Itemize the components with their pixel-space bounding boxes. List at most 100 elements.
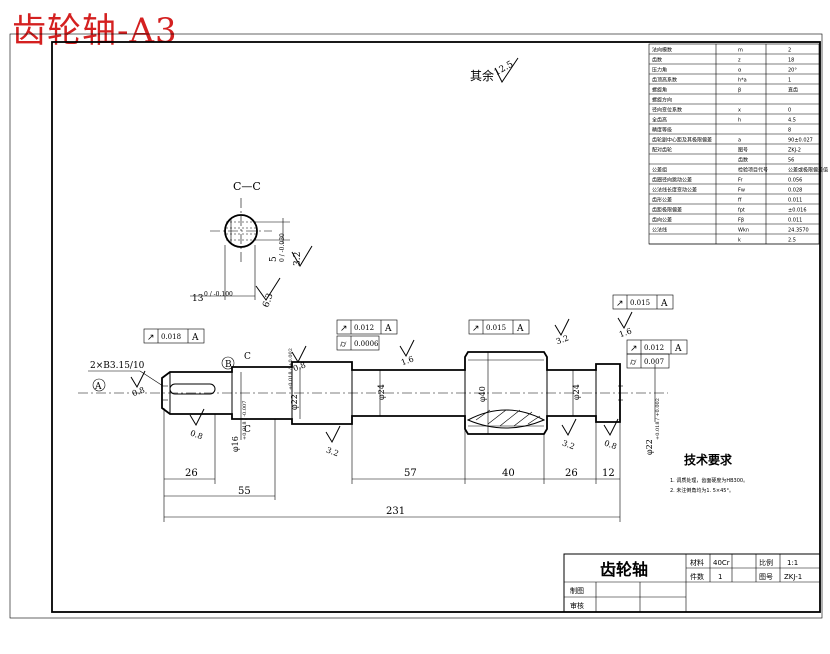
roughness-symbol xyxy=(399,339,415,358)
tolerance-value: 0.018 xyxy=(161,333,181,341)
params-cell: 齿形公差 xyxy=(652,197,672,204)
params-cell: 检验项目代号 xyxy=(738,167,768,174)
title-block-check-label: 审核 xyxy=(570,601,584,610)
params-cell: 直齿 xyxy=(788,87,798,94)
roughness-symbol xyxy=(291,345,307,364)
title-block-scale: 1:1 xyxy=(787,559,798,567)
params-cell: ZKJ-2 xyxy=(788,148,801,154)
other-roughness-label: 其余 xyxy=(470,68,494,83)
c-mark-bottom: C xyxy=(244,425,251,435)
params-cell: α xyxy=(738,68,742,74)
params-cell: z xyxy=(738,58,741,64)
params-cell: m xyxy=(738,48,743,54)
dim-len-40: 40 xyxy=(502,468,515,479)
dim-d-journal-tol: +0.018 / +0.002 xyxy=(288,348,294,390)
roughness-value: 3.2 xyxy=(561,439,576,452)
params-cell: 全齿高 xyxy=(652,117,667,124)
section-label: C—C xyxy=(233,180,261,193)
tolerance-frame xyxy=(143,328,205,344)
tech-req-item-1: 1. 调质处理，齿面硬度为HB300。 xyxy=(670,477,748,484)
dim-d-body: φ24 xyxy=(377,384,386,400)
section-dim-depth-tol: 0 / -0.100 xyxy=(204,291,233,298)
datum-a-label: A xyxy=(94,382,102,392)
technical-requirements: 技术要求 1. 调质处理，齿面硬度为HB300。 2. 未注倒角均为1. 5×4… xyxy=(670,452,748,494)
tolerance-symbol: ⌭ xyxy=(340,340,347,350)
section-dim-width-tol: 0 / -0.030 xyxy=(279,233,286,262)
other-roughness-value: 12.5 xyxy=(493,59,516,78)
tolerance-symbol: ↗ xyxy=(472,324,480,334)
other-roughness: 其余 12.5 xyxy=(470,57,519,83)
params-cell: 0.056 xyxy=(788,178,802,184)
dim-len-55: 55 xyxy=(238,486,251,497)
tolerance-value: 0.015 xyxy=(630,299,650,307)
outer-border xyxy=(9,33,823,619)
params-cell: 0.028 xyxy=(788,188,802,194)
title-block-part-name: 齿轮轴 xyxy=(600,560,648,579)
roughness-value: 0.8 xyxy=(292,360,307,373)
roughness-symbol xyxy=(617,311,633,330)
dim-len-26a: 26 xyxy=(185,468,198,479)
params-cell: Fr xyxy=(738,178,744,184)
params-cell: Wkn xyxy=(738,228,749,234)
params-cell: 1 xyxy=(788,78,791,84)
tolerance-frame xyxy=(468,319,530,335)
params-cell: h*a xyxy=(738,78,747,84)
tolerance-value: 0.0006 xyxy=(354,340,379,348)
params-cell: 齿向公差 xyxy=(652,217,672,224)
title-block-drawing-no-label: 图号 xyxy=(759,573,773,581)
roughness-value: 3.2 xyxy=(555,333,570,346)
tolerance-frame xyxy=(336,335,380,351)
tolerance-datum: A xyxy=(516,324,524,334)
params-cell: 56 xyxy=(788,158,794,164)
dim-d-left: φ16 xyxy=(231,436,240,452)
params-cell: ff xyxy=(738,198,742,204)
tolerance-symbol: ↗ xyxy=(340,324,348,334)
dim-d-body2: φ24 xyxy=(572,384,581,400)
params-cell: 24.3570 xyxy=(788,228,809,234)
params-cell: x xyxy=(738,108,741,114)
params-cell: k xyxy=(738,238,741,244)
datum-and-callouts: 2×B3.15/10 A B C C xyxy=(88,352,251,435)
title-block-scale-label: 比例 xyxy=(759,558,773,567)
params-cell: Fβ xyxy=(738,218,744,224)
params-cell: 压力角 xyxy=(652,67,667,74)
params-cell: 2.5 xyxy=(788,238,796,244)
dim-len-26b: 26 xyxy=(565,468,578,479)
params-cell: 配对齿轮 xyxy=(652,147,672,154)
tolerance-frame xyxy=(626,353,670,369)
params-cell: 螺旋角 xyxy=(652,87,667,94)
dim-d-journal: φ22 xyxy=(290,394,299,410)
roughness-value: 0.8 xyxy=(603,439,618,452)
params-cell: 齿圈径向跳动公差 xyxy=(652,177,692,184)
title-block-count: 1 xyxy=(718,573,722,581)
params-cell: 螺旋方向 xyxy=(652,97,672,104)
section-roughness-a: 3.2 xyxy=(293,252,303,266)
thread-callout: 2×B3.15/10 xyxy=(90,361,145,371)
dim-d-gear: φ40 xyxy=(478,386,487,402)
params-cell: h xyxy=(738,118,741,124)
params-cell: fpt xyxy=(738,208,745,214)
params-cell: β xyxy=(738,88,741,94)
roughness-value: 3.2 xyxy=(325,446,340,459)
diameter-dims: φ16 +0.018 / -0.007 φ22 +0.018 / +0.002 … xyxy=(231,348,661,455)
tolerance-datum: A xyxy=(674,344,682,354)
params-cell: 公差组 xyxy=(652,167,667,174)
params-cell: 0.011 xyxy=(788,218,802,224)
params-cell: 公法线 xyxy=(652,227,667,234)
title-block-drawn-label: 制图 xyxy=(570,586,584,595)
params-cell: 公法线长度变动公差 xyxy=(652,187,697,194)
params-cell: a xyxy=(738,138,741,144)
roughness-value: 1.6 xyxy=(618,326,633,339)
roughness-symbol xyxy=(554,318,570,337)
params-cell: 18 xyxy=(788,58,794,64)
dim-d-left-tol: +0.018 / -0.007 xyxy=(242,401,248,440)
dim-len-57: 57 xyxy=(404,468,417,479)
tolerance-symbol: ⌭ xyxy=(630,358,637,368)
roughness-symbol xyxy=(561,418,577,437)
dim-d-right-tol: +0.018 / +0.002 xyxy=(655,398,661,440)
params-cell: 8 xyxy=(788,128,791,134)
roughness-symbol xyxy=(189,408,205,427)
